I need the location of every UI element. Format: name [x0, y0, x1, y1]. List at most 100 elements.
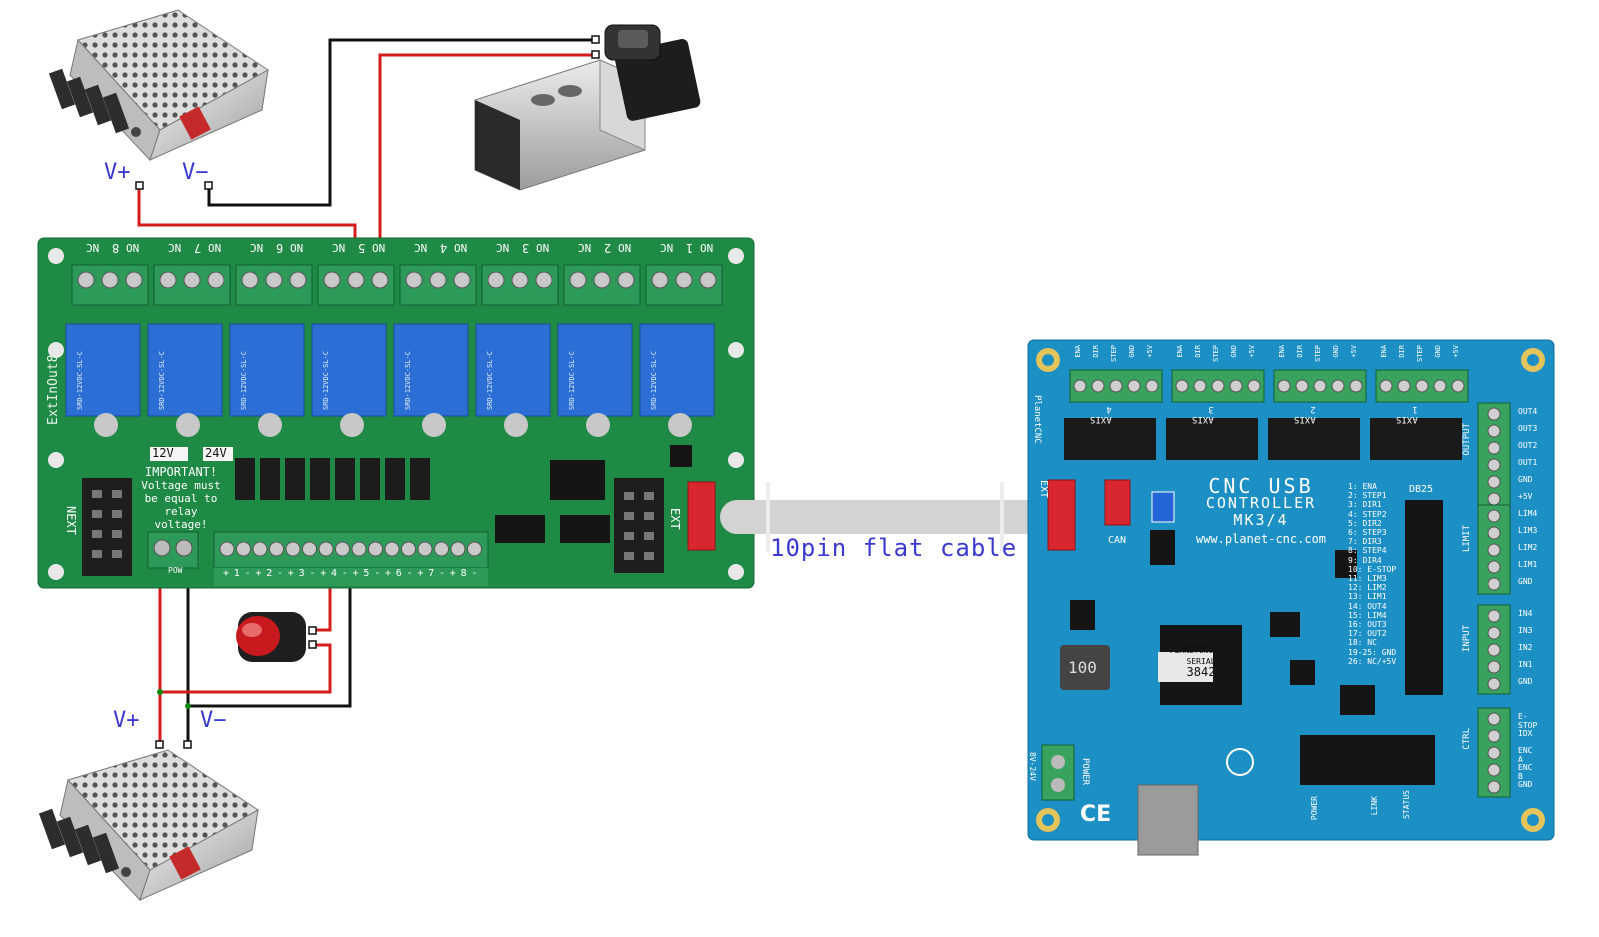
- input-pin-label: 7: [428, 568, 435, 579]
- axis-label: AXIS 2: [1294, 404, 1316, 424]
- input-pin-label: -: [244, 568, 251, 579]
- flat-cable: [720, 482, 1052, 552]
- side-screw: [1487, 746, 1501, 760]
- input-screw: [417, 541, 433, 557]
- relay-contact-no: NO: [454, 241, 468, 254]
- axis-screw: [1313, 379, 1327, 393]
- db25-header: [1405, 500, 1443, 695]
- axis-pin-label: DIR: [1194, 345, 1202, 358]
- screw-terminal: [569, 271, 587, 289]
- db25-label: DB25: [1409, 484, 1434, 495]
- input-screw: [401, 541, 416, 557]
- idc-plug-controller: [1047, 479, 1076, 551]
- relay-part-number: SRD-12VDC-SL-C: [568, 350, 576, 410]
- axis-screw: [1349, 379, 1363, 393]
- chip-text-1: PLANETCNC-MK4: [1169, 646, 1233, 655]
- relay-channel-number: 8: [112, 241, 120, 255]
- input-pin-label: -: [374, 568, 381, 579]
- db25-pin: 26: NC/+5V: [1348, 656, 1397, 666]
- axis-pin-label: GND: [1332, 345, 1340, 358]
- axis-screw: [1175, 379, 1189, 393]
- wire-red-button-to-input: [313, 588, 332, 632]
- jumper-12v: [150, 447, 188, 461]
- input-screw: [368, 541, 383, 557]
- relay-contact-no: NO: [290, 241, 304, 254]
- relay-contact-nc: NC: [250, 241, 264, 254]
- axis-screw: [1109, 379, 1123, 393]
- axis-pin-label: GND: [1128, 345, 1136, 358]
- input-screw: [269, 541, 284, 557]
- relay-body: [311, 323, 387, 417]
- inductor-label: 100: [1068, 658, 1097, 677]
- axis-pin-label: ENA: [1278, 345, 1286, 358]
- side-pin-label: LIM3: [1518, 526, 1538, 535]
- input-pin-label: 1: [233, 568, 240, 579]
- mcu-label: PLANETCNC-MK4 SERIAL 3842: [1168, 645, 1234, 678]
- db25-pin: 14: OUT4: [1348, 601, 1387, 611]
- relay-channel-number: 6: [276, 241, 284, 255]
- input-pin-label: +: [223, 568, 230, 579]
- side-pin-label: IN3: [1518, 626, 1533, 635]
- cable-label: 10pin flat cable: [770, 534, 1018, 562]
- axis-screw: [1451, 379, 1465, 393]
- axis-pin-label: STEP: [1314, 345, 1322, 362]
- input-screw: [450, 541, 466, 557]
- status-link: LINK: [1370, 796, 1379, 816]
- status-power: POWER: [1310, 796, 1319, 821]
- terminal-pins: [135, 35, 600, 749]
- side-screw: [1487, 577, 1501, 591]
- axis-pin-label: GND: [1434, 345, 1442, 358]
- relay-channel-number: 2: [604, 241, 612, 255]
- relay-contact-no: NO: [700, 241, 714, 254]
- input-pin-label: -: [341, 568, 348, 579]
- relay-part-number: SRD-12VDC-SL-C: [158, 350, 166, 410]
- relay-contact-nc: NC: [86, 241, 100, 254]
- can-label: CAN: [1108, 535, 1127, 546]
- axis-screw: [1127, 379, 1141, 393]
- db25-pin: 2: STEP1: [1348, 491, 1387, 501]
- relay-contact-no: NO: [372, 241, 386, 254]
- title-line-2: CONTROLLER: [1205, 494, 1317, 512]
- input-pin-label: +: [385, 568, 392, 579]
- side-pin-label: IN4: [1518, 609, 1533, 618]
- input-pin-label: +: [255, 568, 262, 579]
- screw-terminal: [593, 271, 611, 289]
- input-pin-label: 6: [395, 568, 402, 579]
- relay-part-number: SRD-12VDC-SL-C: [486, 350, 494, 410]
- power-label: POWER: [1080, 758, 1090, 786]
- relay-part-number: SRD-12VDC-SL-C: [240, 350, 248, 410]
- screw-terminal: [371, 271, 389, 289]
- db25-pin: 16: OUT3: [1348, 620, 1387, 630]
- axis-pin-label: ENA: [1074, 345, 1082, 358]
- side-terminal-block: [1477, 402, 1511, 510]
- input-screw: [351, 541, 367, 557]
- axis-screw: [1397, 379, 1411, 393]
- relay-part-number: SRD-12VDC-SL-C: [322, 350, 330, 410]
- screw-terminal: [77, 271, 95, 289]
- screw-terminal: [289, 271, 307, 289]
- axis-label: AXIS 1: [1396, 404, 1418, 424]
- db25-pin: 1: ENA: [1348, 482, 1377, 491]
- input-pin-label: 8: [460, 568, 467, 579]
- axis-screw: [1295, 379, 1309, 393]
- axis-screw: [1211, 379, 1225, 393]
- screw-terminal: [453, 271, 471, 289]
- relay-contact-nc: NC: [496, 241, 510, 254]
- power-supply-bottom: [38, 749, 259, 901]
- side-pin-label: LIM4: [1518, 509, 1538, 518]
- side-pin-label: IN2: [1518, 643, 1533, 652]
- can-plug: [1104, 479, 1131, 526]
- db25-pin: 19-25: GND: [1348, 647, 1397, 657]
- group-label: INPUT: [1462, 625, 1472, 653]
- side-pin-label: OUT1: [1518, 458, 1538, 467]
- optocouplers: [235, 458, 430, 500]
- relay-contact-no: NO: [536, 241, 550, 254]
- input-pin-label: +: [287, 568, 294, 579]
- side-screw: [1487, 424, 1501, 438]
- relay-modules: [65, 323, 715, 437]
- axis-label: AXIS 3: [1192, 404, 1214, 424]
- db25-pin: 10: E-STOP: [1348, 564, 1397, 574]
- ext-label-board: EXT: [668, 508, 682, 530]
- side-pin-label: LIM2: [1518, 543, 1538, 552]
- title-line-1: CNC USB: [1208, 474, 1314, 498]
